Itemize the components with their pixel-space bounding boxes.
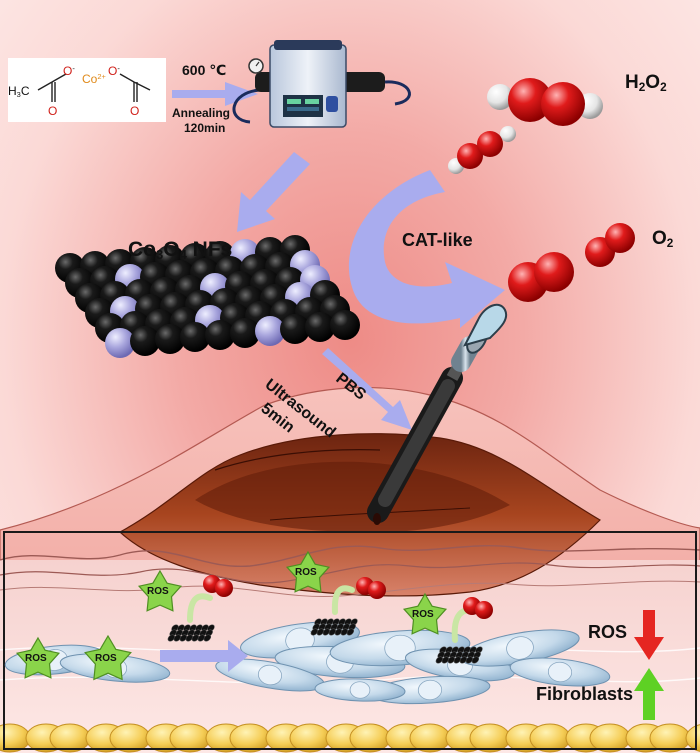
fat-lobule [649,723,691,753]
legend-fibroblasts-label: Fibroblasts [536,684,634,704]
flake-atom [346,628,355,636]
annealing-furnace-icon [232,40,411,128]
cobalt-sphere [180,322,210,352]
precursor-carboxyl-o-left: O- [63,63,75,78]
fibroblast-cell-icon [509,657,611,687]
fat-lobule [49,723,91,753]
furnace-to-nfs-arrow [237,152,310,232]
fibroblast-cell-icon [314,678,406,702]
ultrasound-arrow [322,348,412,430]
ros-star-icon [285,550,331,593]
fat-lobule [289,723,331,753]
ros-tag: ROS [412,609,434,620]
precursor-carboxyl-o-right: O- [108,63,120,78]
legend-ros-label: ROS [588,622,628,642]
conversion-arrow [331,585,355,615]
migration-arrow [160,640,248,672]
fibroblast-nucleus [417,679,443,701]
oxygen-sphere [255,316,285,346]
o2-label: O2 [652,228,674,250]
fat-layer [0,723,700,753]
nanoflake-lattice-icon [55,235,360,358]
ros-star-icon [402,592,448,635]
fat-lobule [529,723,571,753]
cat-like-label: CAT-like [402,230,473,250]
ros-star-icon [15,636,61,679]
fibroblast-nucleus [506,636,534,660]
cobalt-sphere [155,324,185,354]
temperature-label: 600 ℃ [182,62,227,78]
ros-tag: ROS [295,567,317,578]
ros-star-icon [137,569,183,612]
annealing-duration-label: 120min [184,121,226,135]
ros-tag: ROS [95,653,117,664]
h2o2-label: H2O2 [625,72,667,94]
fat-lobule [469,723,511,753]
precursor-structure-panel: H3C O O- Co2+ O- O [8,58,166,122]
cobalt-acetate-structure [37,73,151,102]
cobalt-sphere [205,320,235,350]
flake-atom [471,656,480,664]
precursor-carbonyl-o-left: O [48,104,58,118]
wound-interactions [15,550,493,681]
annealing-label: Annealing [172,106,231,120]
ros-down-arrow [634,610,664,660]
nanoflakes-label: Co3O4 NFs [128,238,233,263]
ros-star-icon [84,634,132,681]
flake-atom [203,634,212,642]
o2-atom [475,601,493,619]
small-nanoflake [167,624,215,642]
fibroblast-nucleus [257,664,283,686]
fibroblast-nucleus [349,681,371,699]
fat-lobule [169,723,211,753]
curved-catalysis-arrow-icon [348,170,505,328]
small-nanoflake [310,618,358,636]
precursor-carbonyl-o-right: O [130,104,140,118]
h2o2-molecule-small [448,126,516,174]
o2-molecule-small [585,223,635,267]
cobalt-sphere [280,314,310,344]
o2-molecule-large [508,252,574,302]
fibroblast-cells [4,621,611,705]
small-nanoflake [435,646,483,664]
fibroblast-nucleus [547,661,573,683]
h2o2-molecule-large [487,78,603,126]
precursor-cobalt-ion: Co2+ [82,71,106,86]
dropper-icon [367,303,508,525]
o2-atom [368,581,386,599]
cobalt-sphere [330,310,360,340]
wound-inner [195,461,510,533]
fat-lobule [349,723,391,753]
o2-atom [215,579,233,597]
conversion-arrow [187,593,213,623]
ros-tag: ROS [25,653,47,664]
cobalt-sphere [230,318,260,348]
oxygen-sphere [105,328,135,358]
fibroblasts-up-arrow [634,668,664,720]
fat-lobule [409,723,451,753]
cobalt-sphere [305,312,335,342]
precursor-methyl-left: H3C [8,84,30,99]
cobalt-sphere [130,326,160,356]
ros-tag: ROS [147,586,169,597]
fat-lobule [589,723,631,753]
fat-lobule [229,723,271,753]
fat-lobule [109,723,151,753]
fibroblast-cell-icon [215,658,325,692]
